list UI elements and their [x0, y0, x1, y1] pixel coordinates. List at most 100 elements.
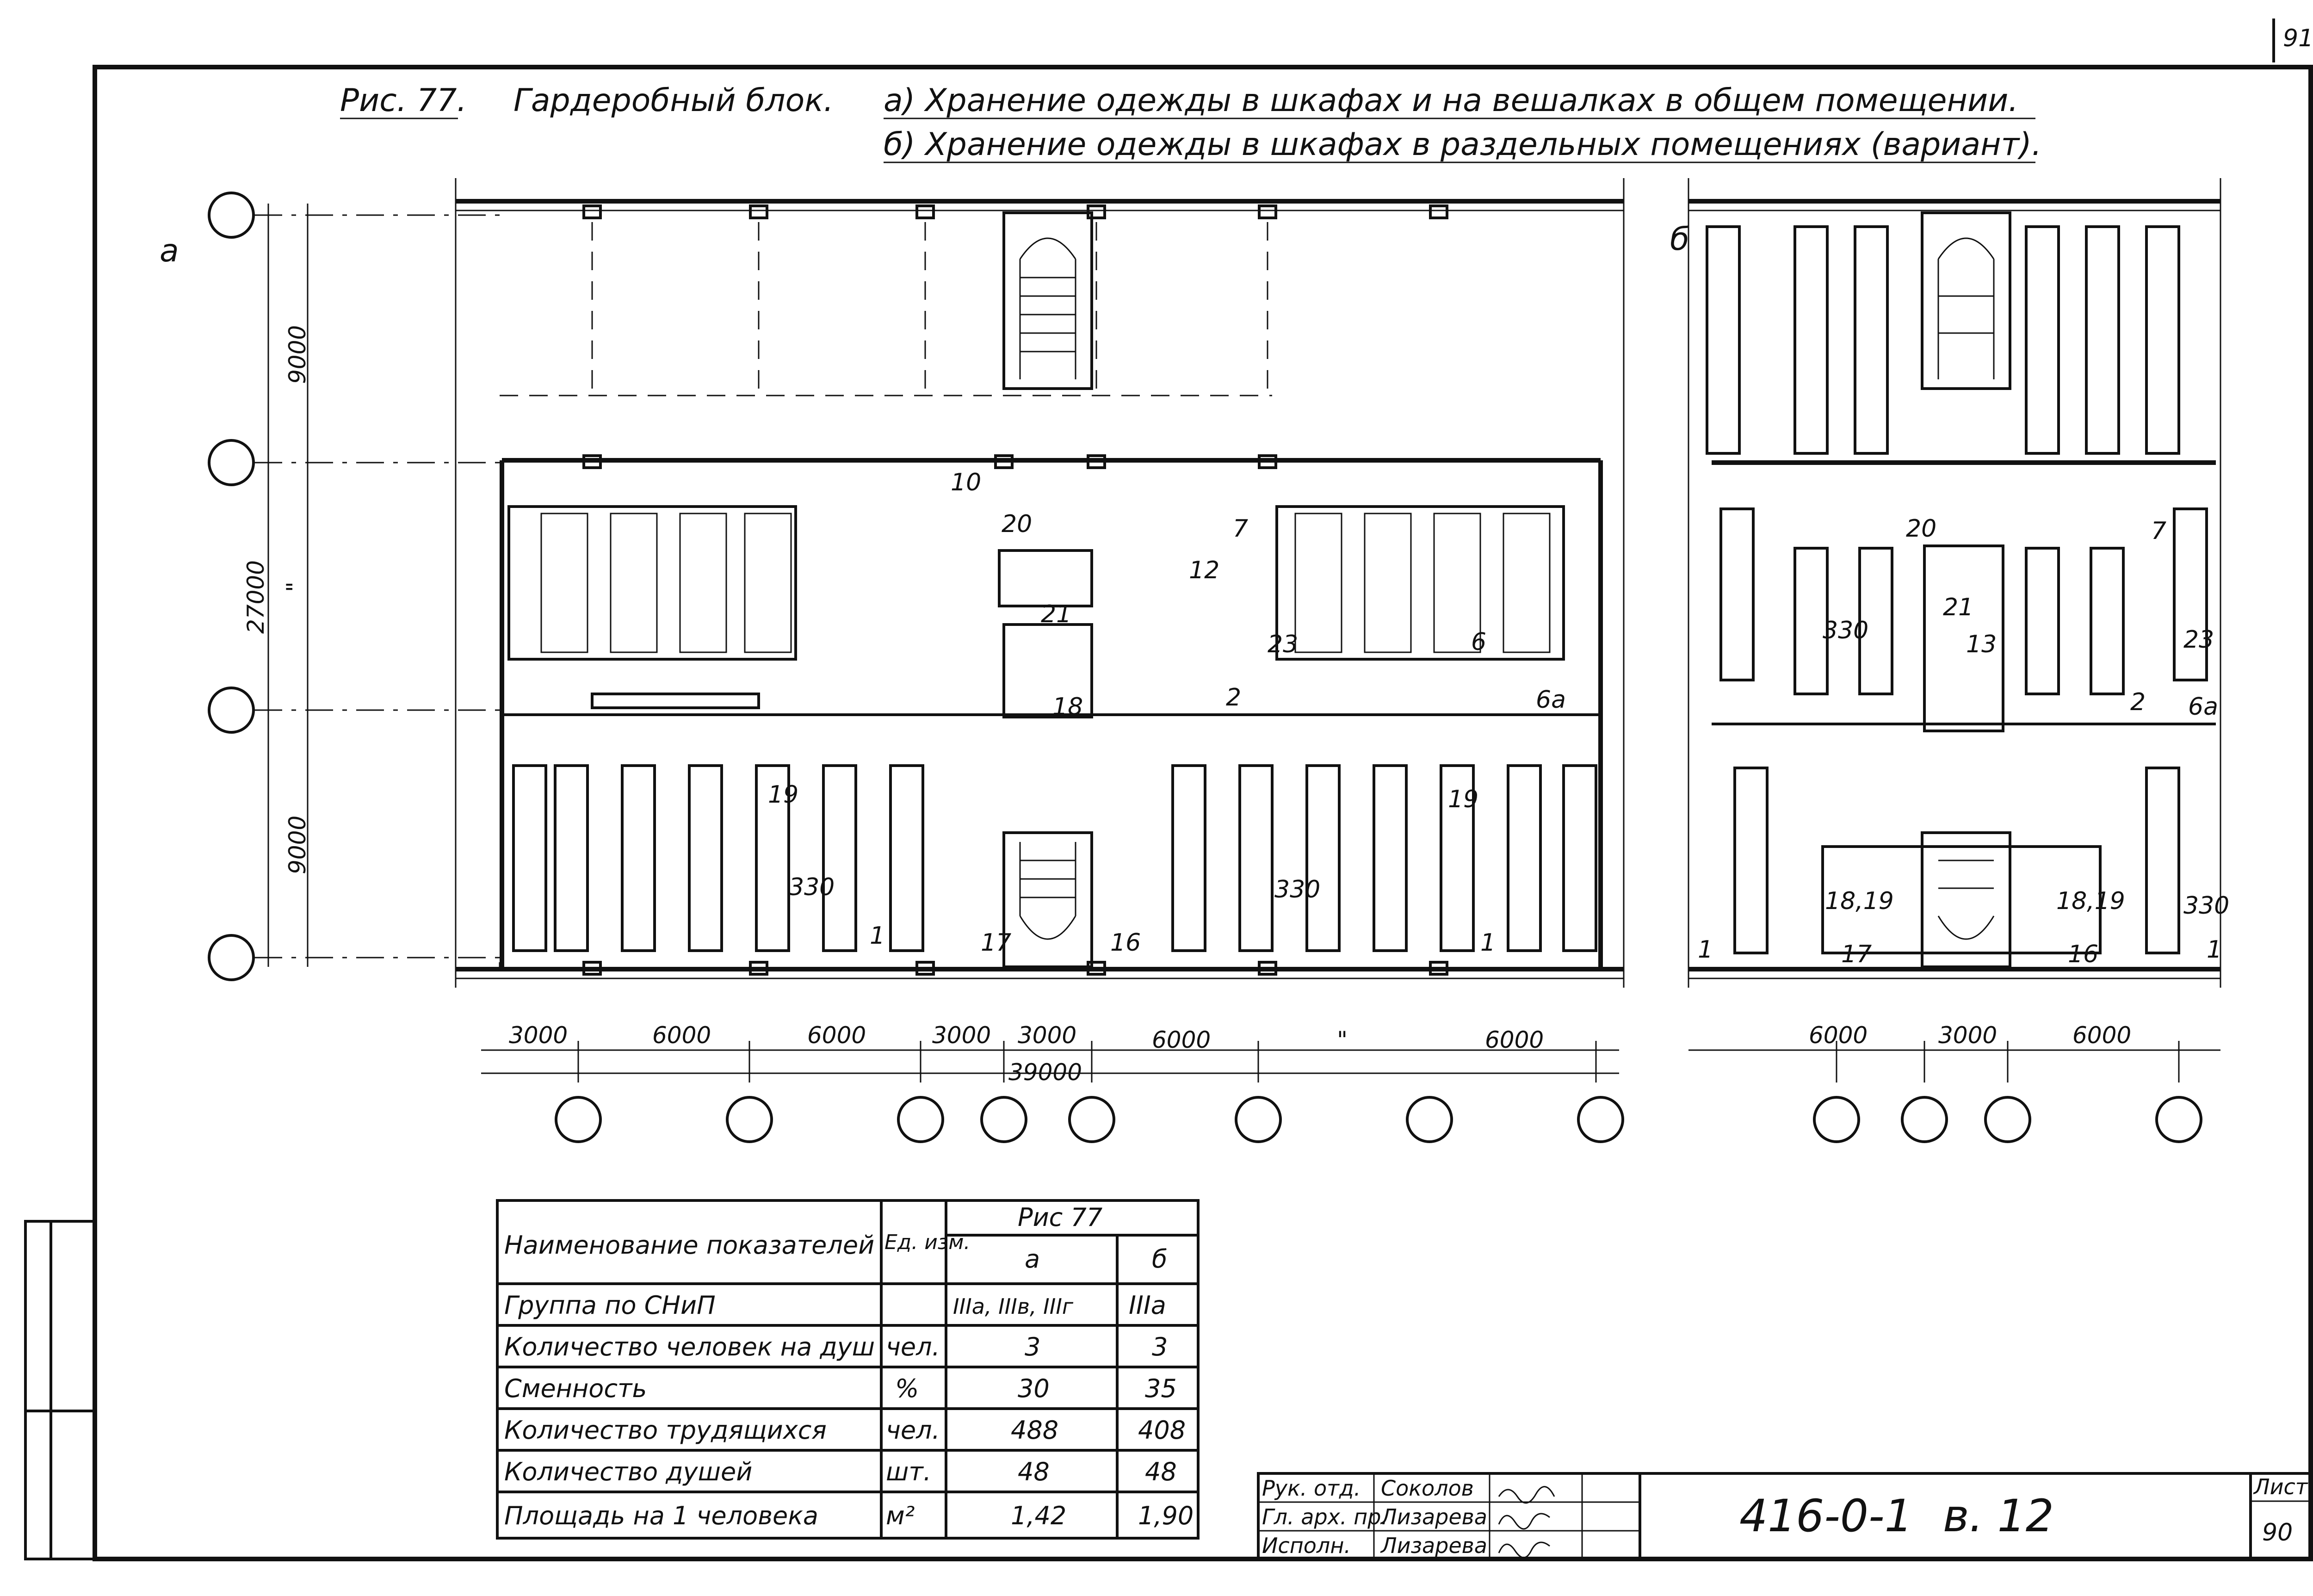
vdim-top: 9000 — [284, 325, 311, 384]
sheet-frame — [93, 65, 2313, 1561]
room-23: 23 — [1268, 631, 1298, 658]
title-block: Рук. отд. Гл. арх. пр. Исполн. Соколов Л… — [1257, 1472, 2312, 1560]
plan-b-stair-top — [1921, 211, 2011, 390]
plan-a-horizontal-dimensions: 3000 6000 6000 3000 3000 6000 " 6000 390… — [481, 1022, 1619, 1086]
th-a: а — [1025, 1244, 1040, 1274]
b-height-mark-left: 330 — [1823, 617, 1868, 644]
row5-b: 48 — [1145, 1457, 1177, 1486]
name-1: Соколов — [1381, 1476, 1474, 1501]
signatures — [1498, 1486, 1555, 1559]
row3-unit: % — [895, 1374, 919, 1403]
sheet-label: Лист — [2253, 1474, 2308, 1499]
hdim-1: 3000 — [509, 1022, 568, 1049]
vdim-total: 27000 — [242, 560, 269, 634]
row3-b: 35 — [1145, 1374, 1177, 1403]
row3-name: Сменность — [504, 1374, 647, 1403]
room-2: 2 — [1226, 684, 1241, 711]
vdim-ditto: " — [282, 581, 309, 592]
plan-a-upper-lockers — [507, 505, 1565, 718]
binding-strip — [24, 1220, 96, 1560]
th-unit: Ед. изм. — [884, 1231, 970, 1254]
hdim-4: 3000 — [932, 1022, 991, 1049]
hdim-ditto: " — [1337, 1027, 1348, 1053]
row6-a: 1,42 — [1011, 1501, 1066, 1530]
row1-a: IIIа, IIIв, IIIг — [953, 1294, 1074, 1319]
row2-b: 3 — [1152, 1332, 1168, 1361]
hdim-2: 6000 — [652, 1022, 711, 1049]
column-axes-a — [555, 1096, 1624, 1143]
hdim-total: 39000 — [1008, 1059, 1082, 1086]
b-room-18-19-right: 18,19 — [2056, 887, 2125, 915]
volume: в. 12 — [1943, 1490, 2054, 1542]
b-hdim-1: 6000 — [1809, 1022, 1868, 1049]
role-3: Исполн. — [1262, 1533, 1351, 1558]
plan-b-stair-bottom — [1921, 831, 2011, 968]
caption-a: а) Хранение одежды в шкафах и на вешалка… — [884, 82, 2018, 119]
plan-b-horizontal-dimensions: 6000 3000 6000 — [1688, 1022, 2220, 1083]
b-hdim-2: 3000 — [1938, 1022, 1997, 1049]
name-3: Лизарева — [1380, 1533, 1487, 1558]
b-height-mark-right: 330 — [2183, 892, 2229, 920]
role-1: Рук. отд. — [1262, 1476, 1361, 1501]
th-name: Наименование показателей — [504, 1231, 874, 1260]
plan-b-label: б — [1670, 221, 1689, 258]
caption-b: б) Хранение одежды в шкафах в раздельных… — [884, 126, 2041, 163]
height-mark-left: 330 — [789, 873, 835, 901]
room-10: 10 — [951, 469, 981, 496]
project-code: 416-0-1 — [1739, 1490, 1913, 1542]
room-19-left: 19 — [768, 781, 798, 809]
row5-name: Количество душей — [504, 1457, 752, 1486]
b-hdim-3: 6000 — [2072, 1022, 2131, 1049]
b-room-7: 7 — [2151, 517, 2166, 545]
height-mark-right: 330 — [1274, 876, 1320, 903]
role-2: Гл. арх. пр. — [1262, 1504, 1388, 1529]
plan-a-columns — [582, 204, 1448, 976]
row2-name: Количество человек на душ — [504, 1332, 875, 1361]
fig-label: Рис. 77. — [340, 82, 467, 119]
b-room-20: 20 — [1906, 515, 1936, 543]
room-20: 20 — [1002, 510, 1032, 538]
room-21: 21 — [1041, 600, 1071, 628]
b-room-16: 16 — [2068, 940, 2098, 968]
plan-a-label: а — [160, 233, 179, 269]
row5-unit: шт. — [886, 1457, 931, 1486]
hdim-3: 6000 — [807, 1022, 866, 1049]
row5-a: 48 — [1018, 1457, 1050, 1486]
plan-a-walls — [455, 178, 1625, 988]
sheet-number: 90 — [2262, 1519, 2293, 1547]
row6-name: Площадь на 1 человека — [504, 1501, 818, 1530]
fig-name: Гардеробный блок. — [513, 82, 834, 119]
plan-b: б — [1670, 178, 2229, 1143]
indicators-table: Наименование показателей Ед. изм. Рис 77… — [496, 1199, 1200, 1540]
hdim-6: 6000 — [1152, 1027, 1211, 1053]
b-room-21: 21 — [1943, 594, 1973, 621]
b-room-1-left: 1 — [1698, 936, 1713, 964]
vertical-dimensions: 9000 27000 " 9000 — [242, 204, 311, 967]
th-b: б — [1152, 1244, 1167, 1274]
room-12: 12 — [1189, 557, 1219, 584]
row3-a: 30 — [1018, 1374, 1050, 1403]
room-6a: 6а — [1536, 686, 1566, 714]
vdim-bottom: 9000 — [284, 816, 311, 874]
row6-unit: м² — [886, 1501, 915, 1530]
row1-b: IIIа — [1129, 1291, 1166, 1320]
row6-b: 1,90 — [1138, 1501, 1194, 1530]
th-fig: Рис 77 — [1018, 1203, 1102, 1232]
b-room-18-19-left: 18,19 — [1825, 887, 1894, 915]
plan-b-lockers — [1706, 225, 2208, 954]
room-1-left: 1 — [870, 922, 885, 950]
plan-b-walls — [1688, 178, 2221, 988]
figure-caption: Рис. 77. Гардеробный блок. а) Хранение о… — [340, 82, 2041, 163]
room-1-right: 1 — [1480, 929, 1496, 957]
room-7: 7 — [1233, 515, 1248, 543]
b-room-23: 23 — [2183, 626, 2214, 654]
room-6: 6 — [1471, 628, 1486, 656]
room-17: 17 — [981, 929, 1011, 957]
room-19-right: 19 — [1448, 786, 1478, 813]
plan-a-room-numbers: 10 20 7 12 21 18 2 23 6 6а 19 19 1 1 17 … — [768, 469, 1566, 957]
column-axes-b — [1813, 1096, 2202, 1143]
row-axes — [208, 192, 500, 981]
row2-a: 3 — [1025, 1332, 1040, 1361]
row4-unit: чел. — [886, 1416, 940, 1445]
